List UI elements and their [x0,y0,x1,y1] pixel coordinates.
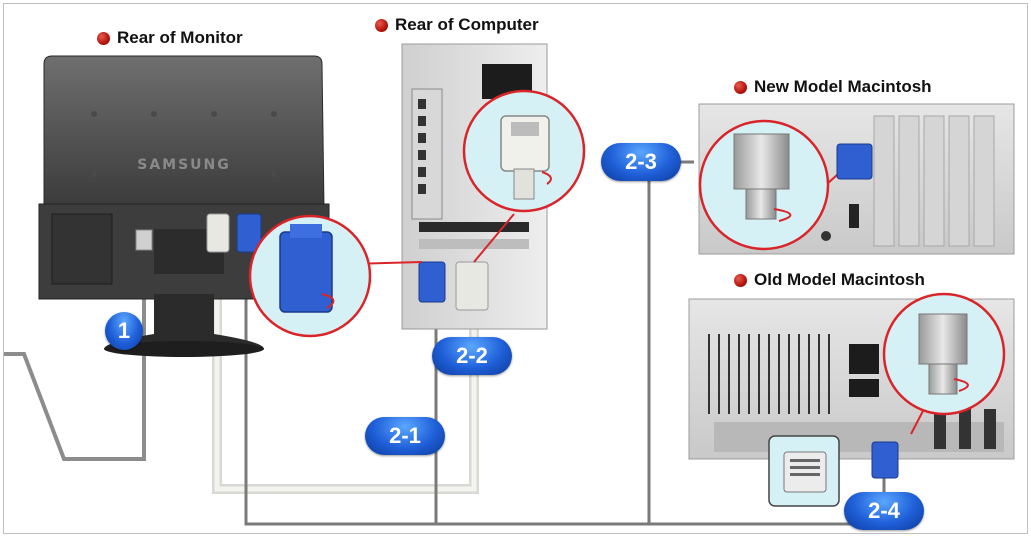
vga-cable-new-mac [647,160,694,524]
step-badge-1: 1 [105,312,143,350]
red-dot-icon [734,80,747,94]
heading-label: Rear of Monitor [117,28,243,47]
vga-plug-old-mac [871,441,899,479]
step-badge-2-4: 2-4 [844,492,924,530]
heading-old-model-macintosh: Old Model Macintosh [734,270,925,290]
old-mac-magnifier-callout [882,292,1006,435]
dvi-port-plug [206,213,230,253]
step-badge-2-2: 2-2 [432,337,512,375]
heading-new-model-macintosh: New Model Macintosh [734,77,932,97]
vga-magnifier-callout [248,214,423,338]
red-dot-icon [97,31,110,45]
new-mac-magnifier-callout [698,119,873,251]
vga-cable-pc [244,244,438,526]
red-dot-icon [375,18,388,32]
diagram-canvas: SAMSUNG [4,43,1015,526]
power-cable [4,244,146,461]
brand-logo: SAMSUNG [137,157,231,173]
power-plug [135,229,153,251]
dvi-plug-pc [455,261,489,311]
heading-rear-of-monitor: Rear of Monitor [97,28,243,48]
step-badge-2-3: 2-3 [601,143,681,181]
heading-label: New Model Macintosh [754,77,932,96]
connection-diagram: SAMSUNG [3,3,1028,534]
heading-rear-of-computer: Rear of Computer [375,15,539,35]
vga-plug-pc [418,261,446,303]
red-dot-icon [734,273,747,287]
heading-label: Rear of Computer [395,15,539,34]
mac-adapter-callout [768,435,840,507]
step-badge-2-1: 2-1 [365,417,445,455]
dvi-magnifier-callout [462,89,586,263]
vga-port-plug [236,213,262,253]
heading-label: Old Model Macintosh [754,270,925,289]
